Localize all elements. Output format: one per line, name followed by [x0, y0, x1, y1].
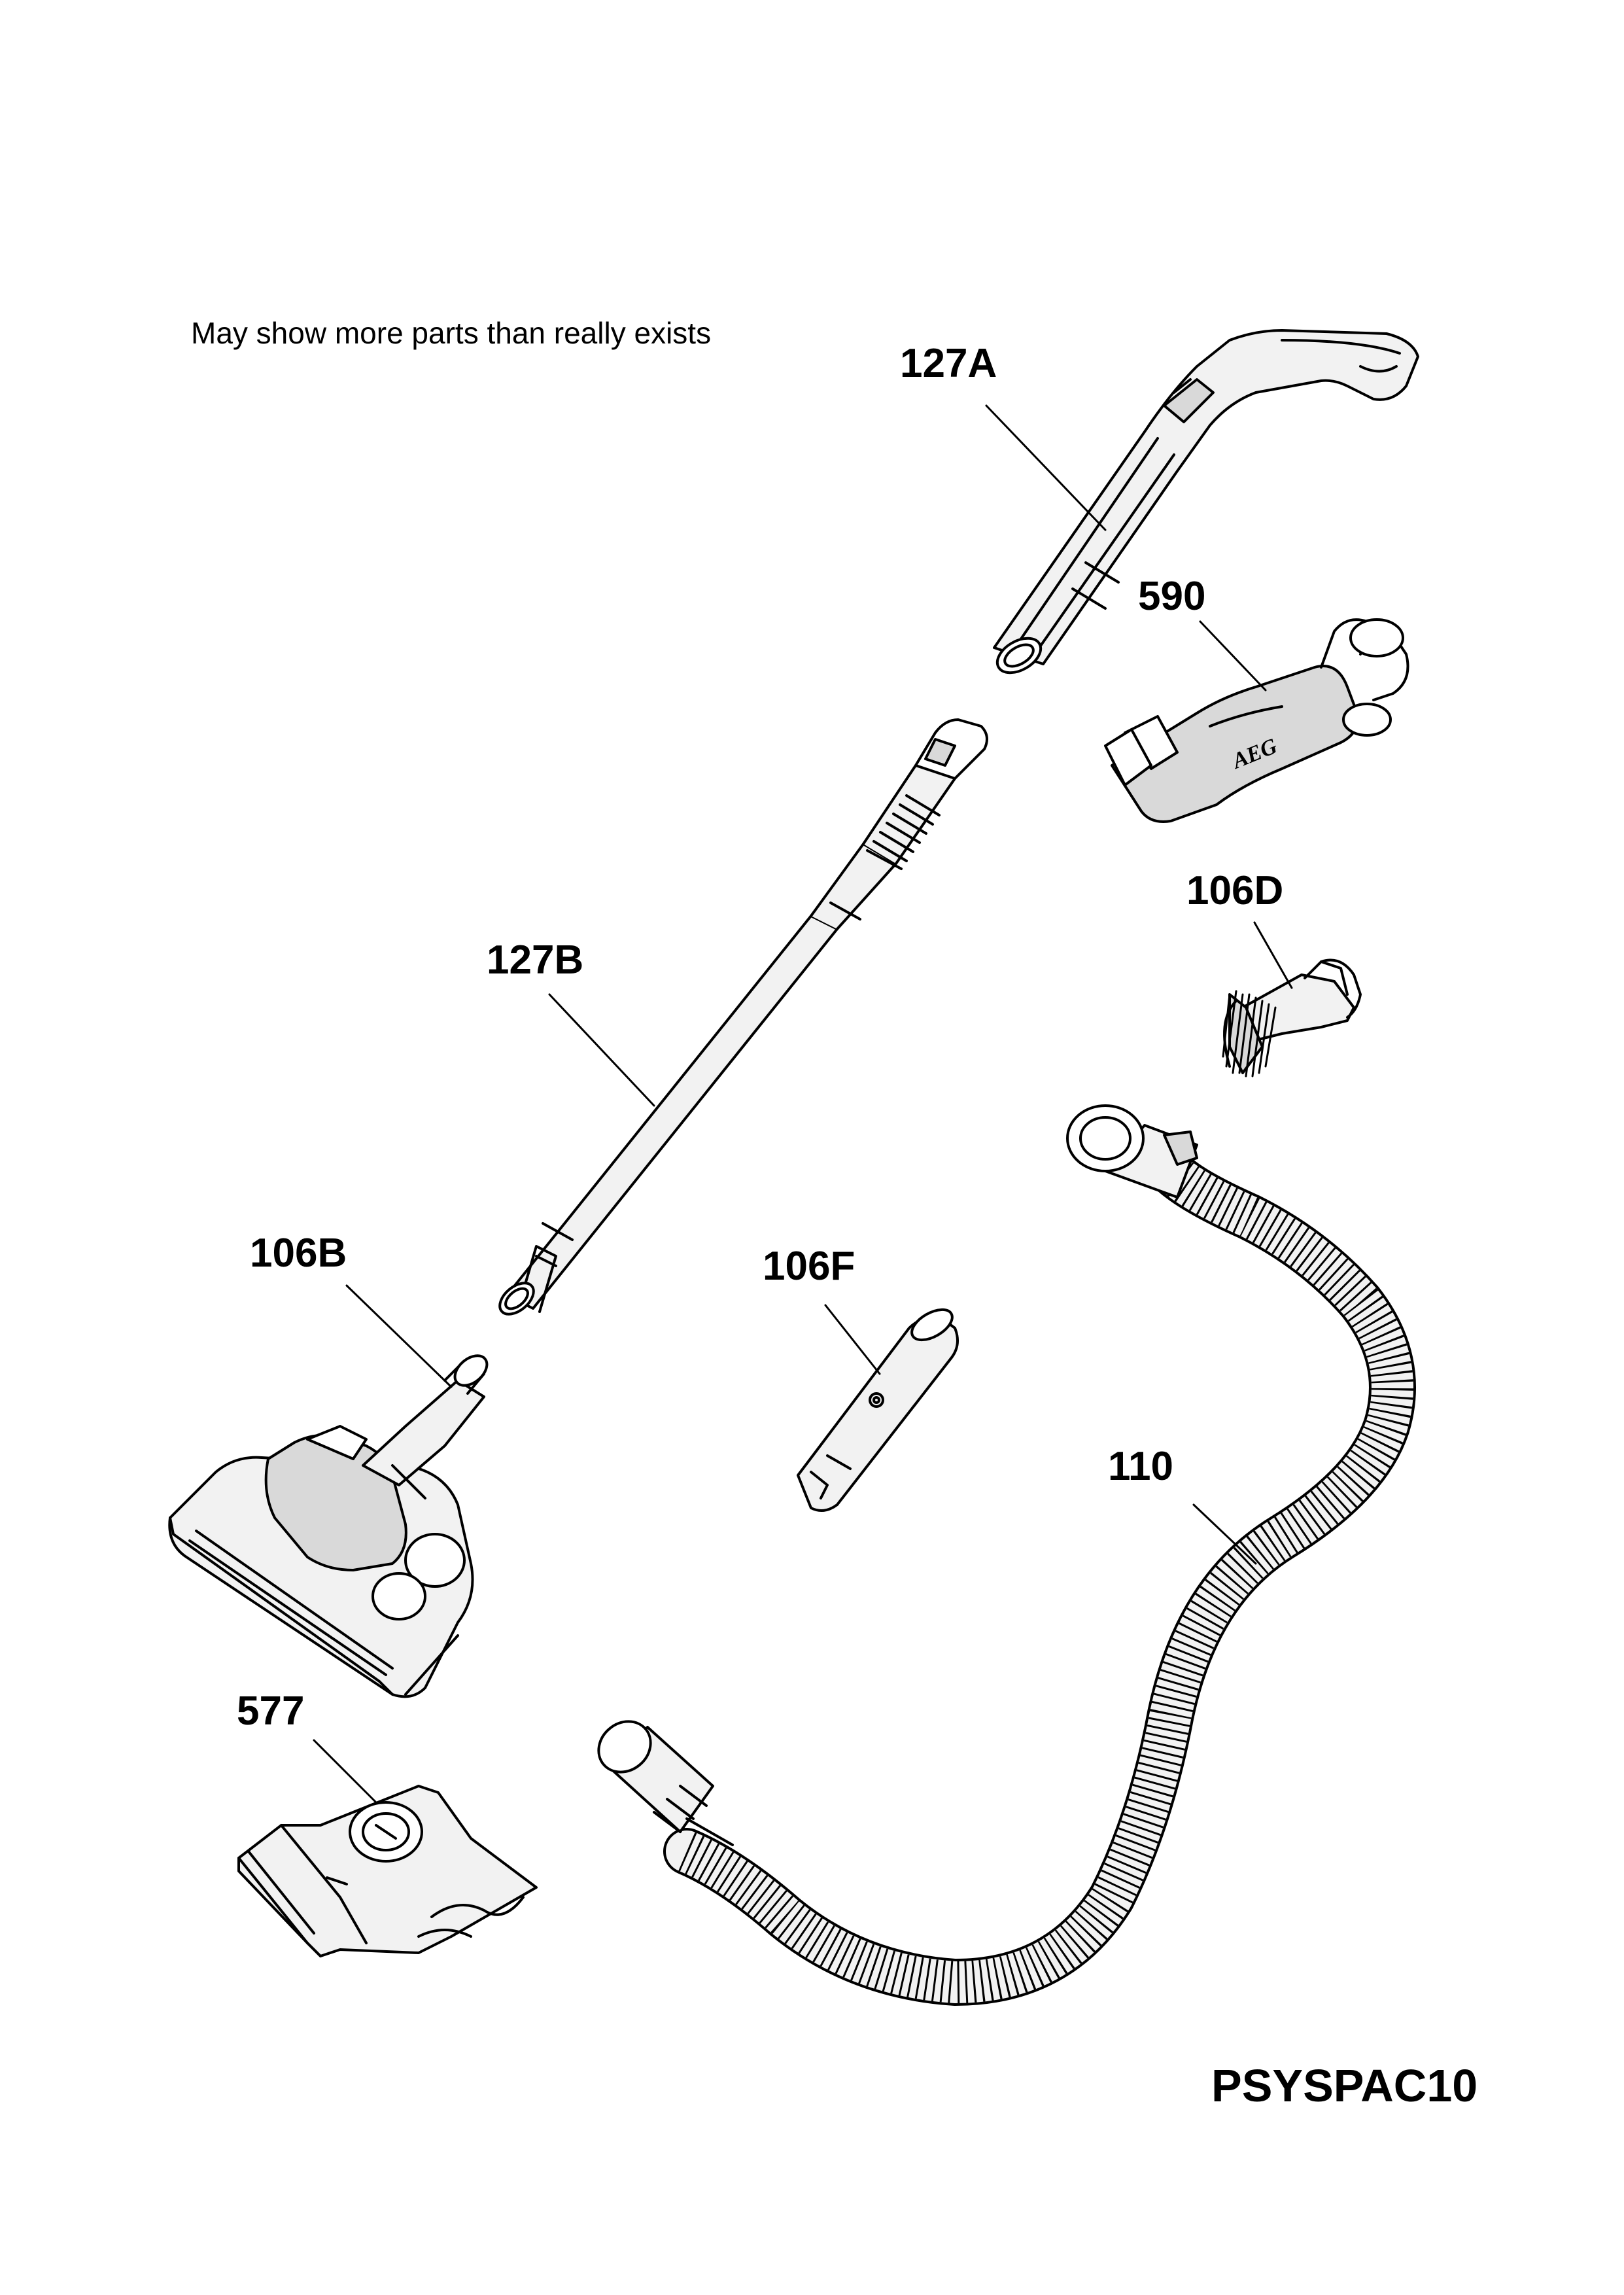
- part-label-106f: 106F: [763, 1244, 855, 1289]
- part-106b-floor-nozzle: [168, 1354, 489, 1698]
- leader-line-127b: [548, 993, 655, 1107]
- part-127b-telescopic-tube: [498, 718, 988, 1316]
- leader-line-106b: [345, 1284, 453, 1388]
- part-590-handle-grip: [1104, 618, 1409, 823]
- leader-line-577: [313, 1739, 377, 1804]
- part-label-110: 110: [1108, 1444, 1174, 1489]
- part-label-577: 577: [237, 1689, 305, 1734]
- part-110-hose: [597, 1104, 1416, 2006]
- part-106f-crevice-nozzle: [797, 1308, 959, 1512]
- part-106d-dusting-brush: [1223, 958, 1362, 1074]
- part-label-590: 590: [1138, 574, 1206, 619]
- leader-line-110: [1192, 1503, 1257, 1565]
- leader-line-106d: [1253, 921, 1293, 989]
- part-label-127b: 127B: [487, 937, 584, 983]
- leader-line-127a: [985, 404, 1107, 531]
- leader-line-590: [1199, 620, 1267, 692]
- leader-line-106f: [824, 1304, 881, 1375]
- part-label-106b: 106B: [250, 1231, 347, 1276]
- disclaimer-note: May show more parts than really exists: [191, 316, 712, 350]
- part-label-127a: 127A: [900, 341, 997, 386]
- diagram-code: PSYSPAC10: [1211, 2060, 1478, 2111]
- part-577-dust-bag: [237, 1785, 538, 1957]
- part-label-106d: 106D: [1186, 868, 1284, 913]
- part-127a-handle: [993, 329, 1419, 674]
- part-106d-bristles: [1222, 990, 1277, 1077]
